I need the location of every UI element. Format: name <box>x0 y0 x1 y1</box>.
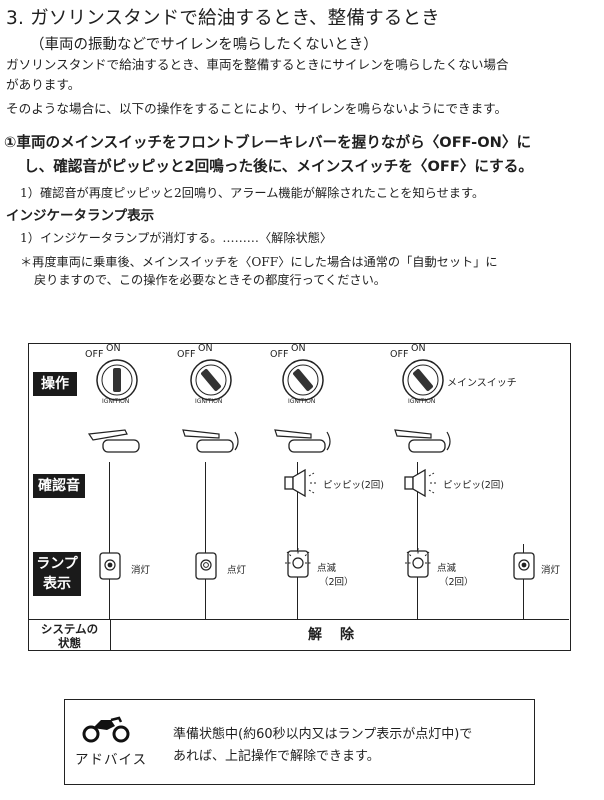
advice-line-1: 準備状態中(約60秒以内又はランプ表示が点灯中)で <box>173 727 473 742</box>
lamp-blink-icon-2 <box>405 548 431 578</box>
lamp-on-label: 点灯 <box>227 565 247 576</box>
ignition-label-4: IGNITION <box>408 398 436 405</box>
lamp-blink-label-1: 点滅 <box>317 563 337 574</box>
key-switch-on-2 <box>282 359 324 401</box>
key-on-label-3: ON <box>291 343 306 354</box>
row-label-operation: 操作 <box>33 372 77 396</box>
key-on-label-1: ON <box>106 343 121 354</box>
brake-lever-icon-3 <box>274 429 331 453</box>
key-off-label-3: OFF <box>270 349 289 360</box>
key-off-label-1: OFF <box>85 349 104 360</box>
step-1-instruction: ①車両のメインスイッチをフロントブレーキレバーを握りながら〈OFF-ON〉に し… <box>4 131 602 179</box>
system-state-label-1: システムの <box>40 622 99 636</box>
system-state-value: 解除 <box>308 627 372 643</box>
ignition-label-2: IGNITION <box>195 398 223 405</box>
intro-paragraph-2: そのような場合に、以下の操作をすることにより、サイレンを鳴らないようにできます。 <box>6 101 508 116</box>
motorcycle-icon <box>82 716 130 743</box>
intro-paragraph: ガソリンスタンドで給油するとき、車両を整備するときにサイレンを鳴らしたくない場合… <box>6 55 602 95</box>
intro-line-1: ガソリンスタンドで給油するとき、車両を整備するときにサイレンを鳴らしたくない場合 <box>6 57 509 72</box>
row-label-lamp: ランプ 表示 <box>33 552 81 596</box>
step-line-2: し、確認音がピッピッと2回鳴った後に、メインスイッチを〈OFF〉にする。 <box>24 158 533 175</box>
key-off-label-4: OFF <box>390 349 409 360</box>
lamp-off-icon-2 <box>513 552 535 580</box>
advice-box: アドバイス 準備状態中(約60秒以内又はランプ表示が点灯中)で あれば、上記操作… <box>64 699 535 785</box>
lamp-blink-label-2: 点滅 <box>437 563 457 574</box>
beep-label-2: ピッピッ(2回) <box>443 480 504 491</box>
brake-lever-icon-1 <box>87 429 140 453</box>
row-label-sound: 確認音 <box>33 474 85 498</box>
key-switch-off-1 <box>96 359 138 401</box>
lamp-blink-icon-1 <box>285 548 311 578</box>
indicator-note: 1）インジケータランプが消灯する。………〈解除状態〉 <box>20 231 333 245</box>
ignition-label-1: IGNITION <box>102 398 130 405</box>
key-on-label-4: ON <box>411 343 426 354</box>
lamp-blink-count-1: （2回） <box>319 577 354 588</box>
section-subtitle: （車両の振動などでサイレンを鳴らしたくないとき） <box>30 37 378 53</box>
lamp-off-icon-1 <box>99 552 121 580</box>
beep-label-1: ピッピッ(2回) <box>323 480 384 491</box>
lamp-off-label-1: 消灯 <box>131 565 151 576</box>
lamp-on-icon <box>195 552 217 580</box>
lamp-blink-count-2: （2回） <box>439 577 474 588</box>
ignition-label-3: IGNITION <box>288 398 316 405</box>
lamp-off-label-2: 消灯 <box>541 565 561 576</box>
speaker-icon-1 <box>284 468 316 498</box>
step-line-1: ①車両のメインスイッチをフロントブレーキレバーを握りながら〈OFF-ON〉に <box>4 134 532 151</box>
speaker-icon-2 <box>404 468 436 498</box>
section-title: 3. ガソリンスタンドで給油するとき、整備するとき <box>6 8 440 29</box>
advice-line-2: あれば、上記操作で解除できます。 <box>173 749 380 764</box>
indicator-heading: インジケータランプ表示 <box>6 208 155 224</box>
system-state-label: システムの 状態 <box>29 620 111 651</box>
row-label-lamp-2: 表示 <box>43 576 71 592</box>
flow-line-4 <box>417 462 418 619</box>
asterisk-line-2: 戻りますので、この操作を必要なときその都度行ってください。 <box>34 273 386 287</box>
advice-label: アドバイス <box>75 752 148 768</box>
main-switch-label: メインスイッチ <box>447 378 517 389</box>
brake-lever-icon-2 <box>182 429 239 453</box>
advice-text: 準備状態中(約60秒以内又はランプ表示が点灯中)で あれば、上記操作で解除できま… <box>173 724 472 768</box>
operation-diagram: 操作 確認音 ランプ 表示 OFF ON IGNITION OFF ON IGN… <box>28 343 571 651</box>
row-label-lamp-1: ランプ <box>36 556 78 572</box>
flow-line-1 <box>109 462 110 619</box>
system-state-label-2: 状態 <box>58 636 81 650</box>
brake-lever-icon-4 <box>394 429 451 453</box>
flow-line-2 <box>205 462 206 619</box>
key-switch-off-2 <box>402 359 444 401</box>
confirm-note: 1）確認音が再度ピッピッと2回鳴り、アラーム機能が解除されたことを知らせます。 <box>20 186 485 200</box>
asterisk-note: ＊再度車両に乗車後、メインスイッチを〈OFF〉にした場合は通常の「自動セット」に… <box>20 253 600 289</box>
flow-line-5 <box>523 544 524 619</box>
key-on-label-2: ON <box>198 343 213 354</box>
intro-line-2: があります。 <box>6 77 81 92</box>
asterisk-line-1: ＊再度車両に乗車後、メインスイッチを〈OFF〉にした場合は通常の「自動セット」に <box>20 255 498 269</box>
flow-line-3 <box>297 462 298 619</box>
key-off-label-2: OFF <box>177 349 196 360</box>
system-state-row: システムの 状態 解除 <box>29 619 569 651</box>
key-switch-on <box>190 359 232 401</box>
